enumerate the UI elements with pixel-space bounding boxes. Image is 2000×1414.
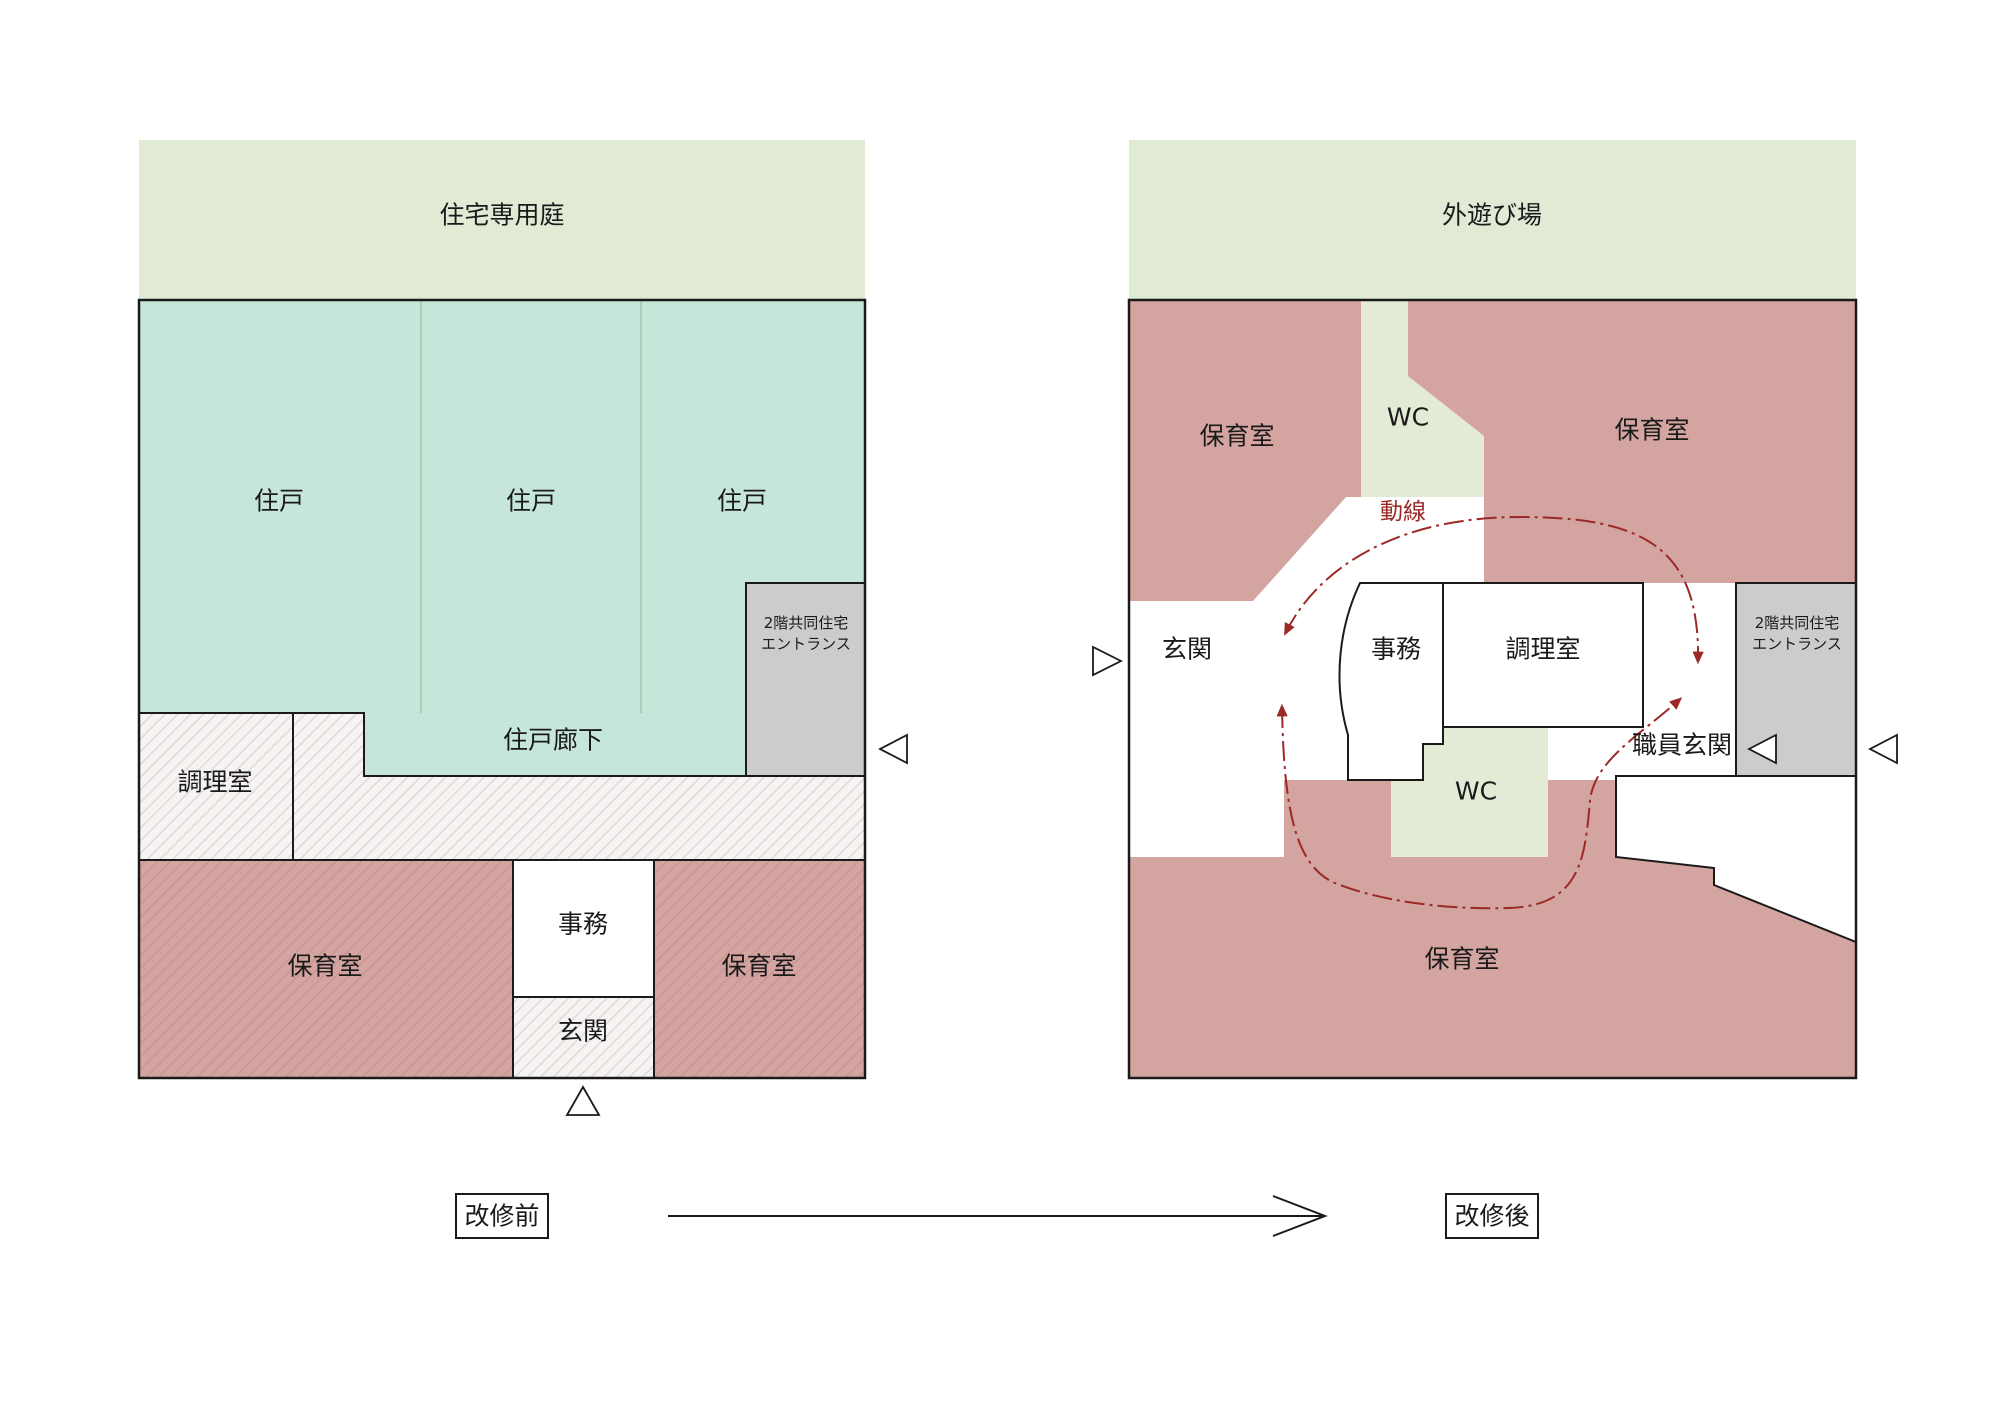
entrance-label: 玄関: [558, 1017, 608, 1046]
garden-label: 住宅専用庭: [439, 201, 564, 230]
caption-before: 改修前: [464, 1202, 539, 1231]
building-outline: [1127, 298, 1858, 1080]
caption-after: 改修後: [1454, 1202, 1529, 1231]
play-yard-label: 外遊び場: [1442, 201, 1542, 230]
unit-label: 住戸: [506, 487, 556, 516]
shared-entrance-room: [1735, 582, 1857, 777]
nursery-room-top-left: [1129, 300, 1361, 601]
wc-room-top: [1361, 300, 1484, 497]
nursery-room-top-right: [1408, 300, 1856, 583]
caption-box: [455, 1193, 549, 1239]
plan-after: 外遊び場 保育室 WC 保育室 動線 玄関 事務 調理室 2階共同住宅 エントラ…: [1092, 140, 1898, 1239]
unit-label: 住戸: [717, 487, 767, 516]
shared-entrance-label: 2階共同住宅: [1755, 614, 1840, 632]
nursery-label: 保育室: [1614, 416, 1689, 445]
kitchen-label: 調理室: [177, 768, 252, 797]
entrance-label: 玄関: [1162, 635, 1212, 664]
shared-entrance-label: エントランス: [1752, 635, 1842, 653]
shared-entrance-label: エントランス: [761, 635, 851, 653]
flow-label: 動線: [1380, 499, 1426, 525]
triangle-icon: [878, 733, 908, 765]
entrance-room: [512, 996, 655, 1079]
nursery-label: 保育室: [721, 952, 796, 981]
triangle-icon: [1868, 733, 1898, 765]
nursery-label: 保育室: [287, 952, 362, 981]
staff-entrance-label: 職員玄関: [1632, 731, 1732, 760]
flow-arrow: [1276, 697, 1683, 910]
garden-area: [139, 140, 865, 300]
nursery-label: 保育室: [1199, 422, 1274, 451]
office-label: 事務: [1371, 635, 1421, 664]
kitchen-label: 調理室: [1505, 635, 1580, 664]
wc-label: WC: [1455, 777, 1497, 806]
triangle-icon: [565, 1085, 601, 1116]
unit-label: 住戸: [254, 487, 304, 516]
building-outline: [137, 298, 867, 1080]
shared-entrance-room: [745, 582, 866, 777]
flow-arrow: [1284, 515, 1704, 665]
caption-box: [1445, 1193, 1539, 1239]
nursery-room-right: [653, 859, 866, 1079]
nursery-room-bottom: [1129, 780, 1856, 1078]
shared-entrance-label: 2階共同住宅: [764, 614, 849, 632]
dwelling-area: [139, 300, 865, 775]
triangle-icon: [1092, 645, 1124, 677]
wc-label: WC: [1387, 403, 1429, 432]
arrow-right-icon: [668, 1195, 1328, 1237]
plan-before: 住宅専用庭 住戸 住戸 住戸 2階共同住宅 エントランス 住戸廊下 調理室 保育…: [137, 140, 908, 1239]
play-yard-area: [1129, 140, 1856, 300]
nursery-room-left: [138, 859, 514, 1079]
triangle-icon: [1747, 733, 1777, 765]
corridor-label: 住戸廊下: [503, 726, 603, 755]
office-label: 事務: [558, 910, 608, 939]
nursery-label: 保育室: [1424, 945, 1499, 974]
